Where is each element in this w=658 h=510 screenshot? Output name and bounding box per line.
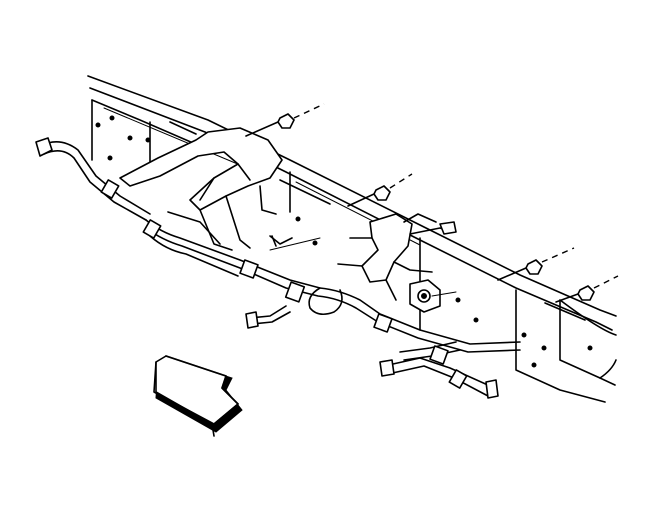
- retaining-nuts: [245, 103, 619, 303]
- arrow-icon: [153, 355, 243, 437]
- fuel-lines: [35, 137, 521, 399]
- frame-rail: [87, 75, 617, 403]
- crossmember: [119, 127, 293, 251]
- nut-4: [555, 275, 619, 303]
- nut-1: [245, 103, 325, 137]
- nut-3: [497, 247, 575, 281]
- line-clips: [100, 179, 468, 389]
- crossmember-rear: [337, 213, 441, 313]
- nut-2: [347, 173, 413, 207]
